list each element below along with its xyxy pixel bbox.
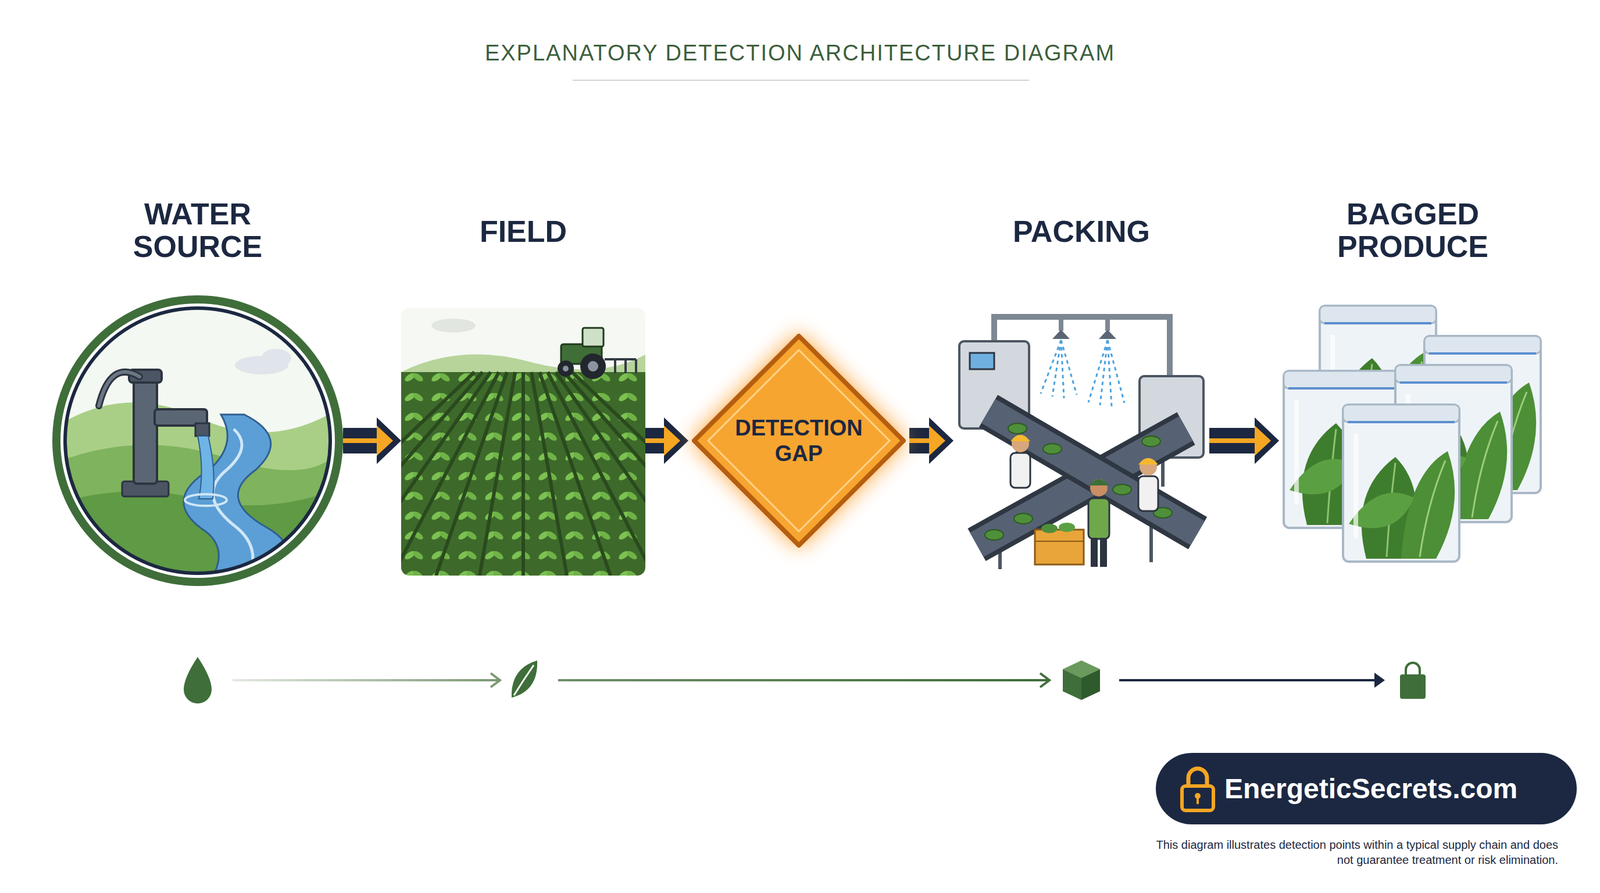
leaf-vein	[513, 665, 534, 696]
inner-ring	[65, 308, 331, 574]
worker	[1010, 434, 1031, 488]
tractor	[557, 327, 637, 380]
nozzle-stem	[1061, 316, 1108, 331]
diamond-label-group: DETECTION GAP	[723, 415, 875, 467]
arrow-band	[909, 427, 930, 454]
pump-handle-inner	[98, 372, 140, 406]
river	[183, 414, 292, 598]
produce-bag	[1343, 404, 1460, 562]
pump-handle	[98, 372, 140, 406]
cloud	[431, 318, 476, 333]
bagged-produce-illustration	[1279, 301, 1547, 567]
arrow-band	[343, 427, 377, 454]
icon-timeline	[0, 645, 1600, 716]
stage-node: PACKING	[953, 215, 1210, 572]
cloud	[261, 348, 292, 368]
timeline-line	[558, 679, 1049, 682]
bag-icon	[1400, 674, 1426, 699]
machine-screen	[969, 352, 995, 370]
stage-heading: BAGGED PRODUCE	[1308, 197, 1518, 263]
arrow-head-inner	[1254, 425, 1271, 456]
brand-name: EnergeticSecrets.com	[1224, 772, 1518, 805]
produce-on-belt	[984, 423, 1173, 541]
arrow-band	[1209, 427, 1255, 454]
flow-arrow	[645, 417, 689, 464]
splash	[184, 494, 227, 506]
leaf-icon	[511, 660, 538, 698]
sky	[52, 295, 344, 587]
worker	[1138, 458, 1159, 512]
lock-keyhole	[1196, 795, 1199, 805]
arrow-head-inner	[929, 425, 946, 456]
diamond-label: DETECTION GAP	[723, 415, 875, 467]
packing-illustration	[953, 306, 1210, 572]
sky	[401, 308, 646, 576]
pump-column	[133, 376, 157, 484]
box-icon	[1062, 669, 1082, 700]
timeline-head	[1374, 672, 1385, 688]
arrow-core	[645, 438, 664, 444]
arrow-head	[1254, 417, 1280, 464]
flow-arrow	[1209, 417, 1280, 464]
arrow-core	[343, 438, 377, 444]
pump-nozzle	[195, 423, 210, 437]
arrow-core	[909, 438, 930, 444]
furrows	[401, 372, 646, 576]
brand-badge: EnergeticSecrets.com	[1155, 752, 1577, 825]
arrow-band	[645, 427, 664, 454]
stage-heading: WATER SOURCE	[93, 197, 303, 263]
field-scene	[401, 308, 646, 576]
diagram-title: EXPLANATORY DETECTION ARCHITECTURE DIAGR…	[0, 39, 1600, 67]
arrow-head	[929, 417, 954, 464]
timeline-line	[1119, 679, 1383, 682]
arrow-head	[376, 417, 402, 464]
crop-rows	[401, 372, 646, 576]
diamond-shape	[694, 336, 904, 546]
water-stream	[197, 436, 214, 499]
stage-node: WATER SOURCE	[52, 197, 344, 588]
note-text: This diagram illustrates detection point…	[1151, 837, 1559, 868]
stage-node: BAGGED PRODUCE	[1279, 197, 1547, 567]
hill	[52, 402, 344, 587]
nozzle	[1052, 329, 1117, 339]
water-spray	[1040, 340, 1125, 407]
arrow-head-inner	[376, 425, 394, 456]
box-icon	[1081, 669, 1100, 700]
water-scene	[52, 295, 344, 598]
arrow-head-inner	[663, 425, 681, 456]
flow-arrow	[343, 417, 402, 464]
lock-icon	[1174, 761, 1221, 816]
worker	[1088, 479, 1110, 567]
diamond-inner-line	[708, 350, 890, 532]
timeline-line	[232, 679, 499, 682]
water-source-illustration	[52, 295, 344, 587]
arrow-head	[663, 417, 689, 464]
diamond-outline	[688, 330, 910, 552]
arrow-core	[1209, 438, 1255, 444]
stage-node: FIELD	[401, 215, 646, 576]
title-rule-line	[572, 79, 1030, 81]
field-illustration	[401, 308, 646, 576]
crate	[1034, 522, 1084, 565]
stage-heading: FIELD	[418, 215, 628, 248]
timeline-head	[490, 673, 500, 688]
decision-diamond: DETECTION GAP	[688, 330, 910, 552]
flow-arrow	[909, 417, 954, 464]
timeline-head	[1040, 673, 1050, 688]
drop-icon	[183, 656, 212, 704]
stage-heading: PACKING	[976, 215, 1187, 248]
